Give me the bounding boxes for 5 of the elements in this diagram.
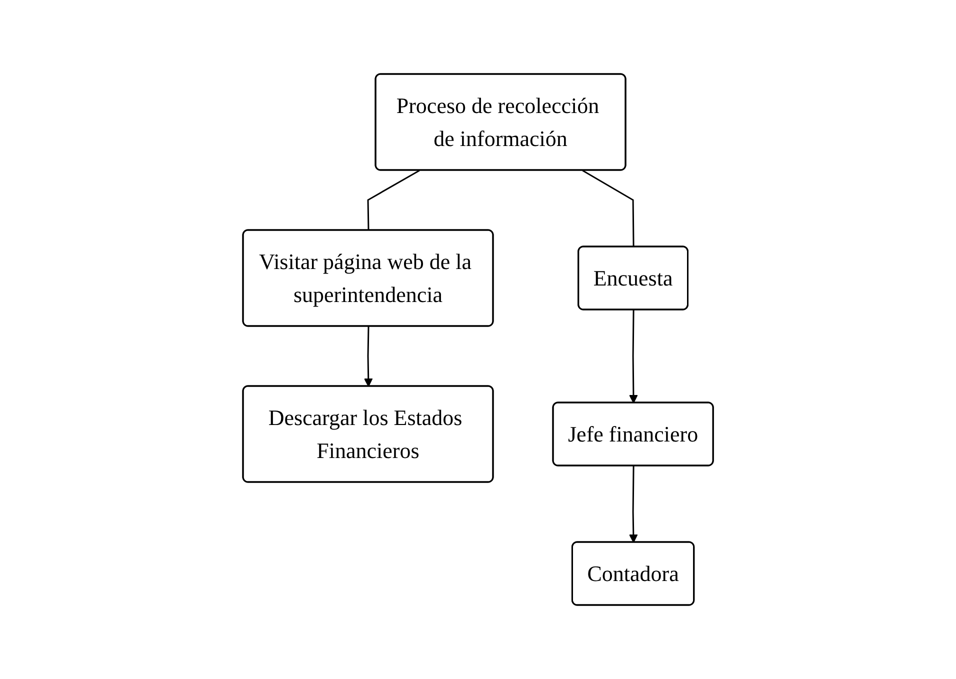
arrow [628, 466, 638, 543]
connector [582, 170, 634, 247]
arrow [629, 310, 638, 404]
connector [367, 170, 420, 231]
arrow [364, 326, 373, 387]
